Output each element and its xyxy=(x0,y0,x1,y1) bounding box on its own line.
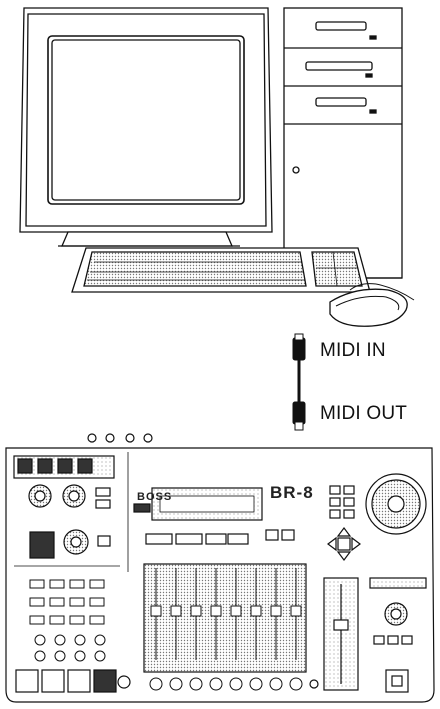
midi-in-label: MIDI IN xyxy=(320,340,386,362)
tower xyxy=(284,8,402,278)
midi-out-label: MIDI OUT xyxy=(320,403,407,425)
midi-cable xyxy=(293,334,305,430)
computer xyxy=(20,8,414,326)
midi-in-connector xyxy=(293,338,305,360)
brand-logo: BOSS xyxy=(137,491,172,503)
fader-bank xyxy=(144,564,306,672)
keyboard xyxy=(72,248,370,292)
br8-recorder xyxy=(6,434,434,702)
midi-out-connector xyxy=(293,402,305,424)
model-logo: BR-8 xyxy=(270,483,314,503)
monitor xyxy=(20,8,272,246)
